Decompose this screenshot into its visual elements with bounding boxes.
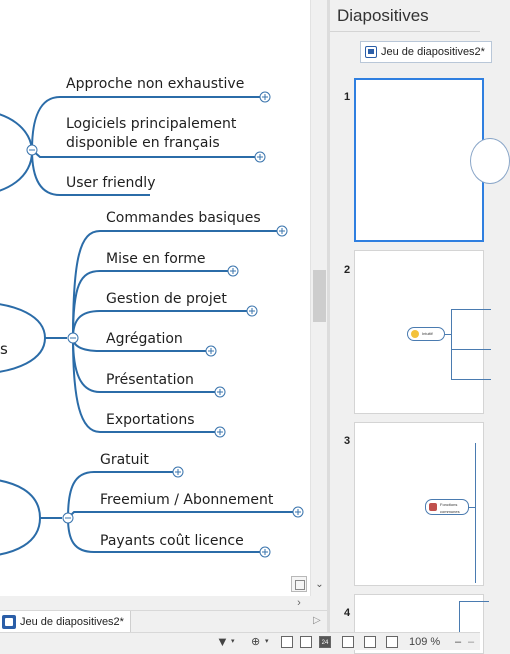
slide-2-branch [451,309,491,310]
expand-icon[interactable] [228,266,238,276]
panel-splitter[interactable] [327,0,330,632]
slide-thumbnail-3[interactable]: Fonctions communes [354,422,484,586]
slide-number: 4 [344,607,351,619]
topic-mise-en-forme[interactable]: Mise en forme [106,251,206,267]
zoom-level[interactable]: 109 % [409,636,441,648]
document-tab-label: Jeu de diapositives2* [20,616,124,628]
topic-agregation[interactable]: Agrégation [106,331,183,347]
mindmap-canvas[interactable]: Approche non exhaustive Logiciels princi… [0,0,310,596]
expand-icon[interactable] [260,547,270,557]
task-icon[interactable] [386,636,398,648]
expand-icon[interactable] [173,467,183,477]
lightbulb-icon [411,330,419,338]
slide-2-branch [451,349,491,350]
view-icon[interactable] [281,636,293,648]
scroll-right-icon[interactable]: › [297,597,301,609]
topic-logiciels-line2[interactable]: disponible en français [66,135,220,151]
scrollbar-thumb[interactable] [313,270,326,322]
panel-divider [330,31,480,32]
expand-dropdown-icon[interactable]: ▾ [265,638,269,645]
slide-4-branch [459,601,460,641]
topic-gestion[interactable]: Gestion de projet [106,291,227,307]
calendar-icon[interactable]: 24 [319,636,331,648]
document-tab[interactable]: Jeu de diapositives2* [0,611,131,633]
slideshow-icon [2,615,16,629]
mindmap-connectors [0,96,298,556]
topic-gratuit[interactable]: Gratuit [100,452,149,468]
vertical-scrollbar[interactable]: ⌄ [310,0,327,596]
slides-icon[interactable] [342,636,354,648]
filter-dropdown-icon[interactable]: ▾ [231,638,235,645]
expand-icon[interactable] [260,92,270,102]
tab-scroll-right-icon[interactable]: ▷ [313,615,321,626]
topic-user-friendly[interactable]: User friendly [66,175,156,191]
slide-2-branch [451,379,491,380]
zoom-slider[interactable]: – [468,636,475,648]
expand-icon[interactable] [206,346,216,356]
slide-3-branch [475,443,476,583]
expand-icon[interactable] [215,427,225,437]
expand-icon[interactable] [215,387,225,397]
horizontal-scrollbar[interactable]: › [0,596,327,610]
slide-number: 2 [344,264,351,276]
topic-logiciels-line1[interactable]: Logiciels principalement [66,116,237,132]
slide-thumbnail-1[interactable] [354,78,510,242]
topic-parent-2-partial[interactable]: s [0,340,8,358]
tag-icon[interactable] [364,636,376,648]
slide-thumbnail-2[interactable]: Intuitif [354,250,491,414]
panel-title: Diapositives [337,6,429,25]
expand-icon[interactable] [255,152,265,162]
overview-button[interactable] [291,576,307,592]
slide-1-node [470,138,510,184]
topic-payants[interactable]: Payants coût licence [100,533,244,549]
collapse-icon[interactable] [27,145,37,155]
document-tabbar: Jeu de diapositives2* ▷ [0,610,327,633]
topic-exportations[interactable]: Exportations [106,412,195,428]
filter-icon[interactable]: ▼ [216,634,229,649]
slide-2-branch [445,334,451,335]
slide-number: 1 [344,91,351,103]
topic-presentation[interactable]: Présentation [106,372,194,388]
tools-icon [429,503,437,511]
slide-3-branch [469,507,475,508]
notes-icon[interactable] [300,636,312,648]
scroll-down-icon[interactable]: ⌄ [315,579,324,590]
expand-icon[interactable] [293,507,303,517]
slides-panel: Diapositives Jeu de diapositives2* 1 2 I… [330,0,510,654]
slide-list: 1 2 Intuitif 3 Fonctions communes [330,72,510,654]
collapse-icon[interactable] [63,513,73,523]
topic-commandes[interactable]: Commandes basiques [106,210,261,226]
slide-2-branch [451,309,452,379]
slide-3-central-node: Fonctions communes [425,499,469,515]
expand-icon[interactable] [277,226,287,236]
slide-4-branch [459,601,489,602]
collapse-icon[interactable] [68,333,78,343]
expand-icon[interactable]: ⊕ [251,636,261,648]
slide-2-central-node: Intuitif [407,327,445,341]
topic-approche[interactable]: Approche non exhaustive [66,76,245,92]
deck-selector-button[interactable]: Jeu de diapositives2* [360,41,492,63]
expand-icon[interactable] [247,306,257,316]
zoom-out-icon[interactable]: – [455,636,462,648]
slide-number: 3 [344,435,351,447]
deck-selector-label: Jeu de diapositives2* [381,46,485,58]
topic-freemium[interactable]: Freemium / Abonnement [100,492,274,508]
deck-icon [365,46,377,58]
status-bar: ▼ ▾ ⊕ ▾ 24 109 % – – [0,632,480,650]
